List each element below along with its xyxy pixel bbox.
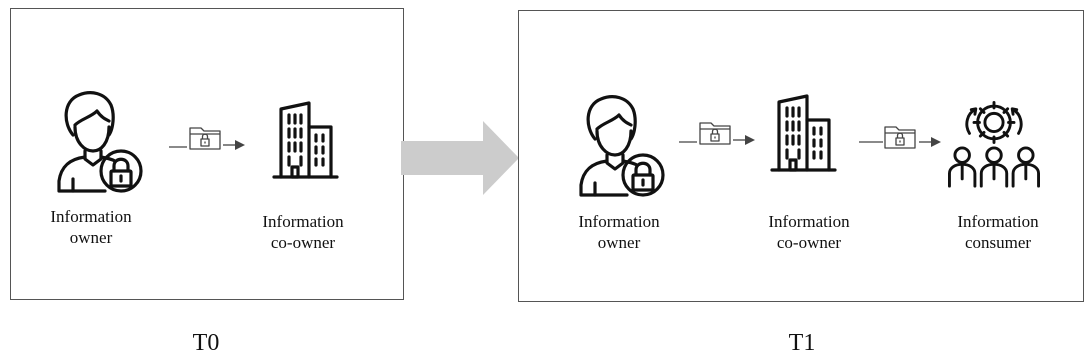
owner-label: Information owner <box>50 207 132 247</box>
caption-t1: T1 <box>788 330 816 356</box>
coowner-label: Information co-owner <box>262 212 344 252</box>
line-connector <box>859 137 941 147</box>
panel-t1: Information owner Information co-owner I… <box>518 10 1084 302</box>
panel-t0: Information owner Information co-owner <box>10 8 404 300</box>
secure-folder-icon <box>698 120 742 146</box>
person-with-lock-icon <box>39 87 149 197</box>
line-connector <box>169 140 245 150</box>
person-with-lock-icon <box>561 91 671 201</box>
secure-folder-icon <box>883 124 927 150</box>
right-arrow-icon <box>401 121 519 195</box>
office-building-icon <box>269 97 359 187</box>
secure-folder-icon <box>188 125 232 151</box>
owner-label: Information owner <box>578 212 660 252</box>
line-connector <box>679 135 755 145</box>
people-with-gear-icon <box>944 97 1044 197</box>
caption-t0: T0 <box>192 330 220 356</box>
consumer-label: Information consumer <box>957 212 1039 252</box>
coowner-label: Information co-owner <box>768 212 850 252</box>
office-building-icon <box>767 90 857 180</box>
